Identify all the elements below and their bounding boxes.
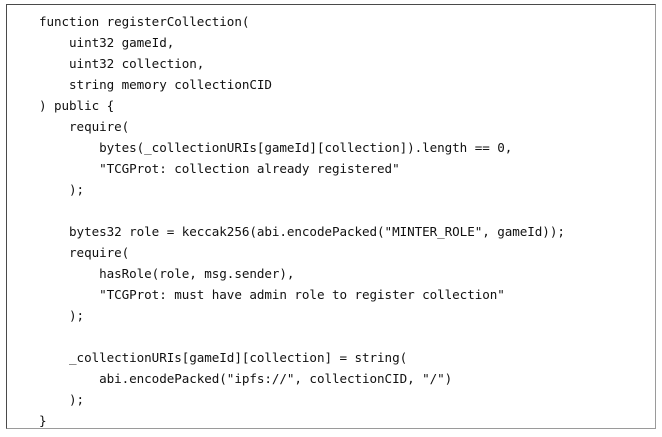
- code-line: );: [39, 392, 85, 407]
- code-block: function registerCollection( uint32 game…: [39, 11, 565, 431]
- code-line: function registerCollection(: [39, 14, 250, 29]
- code-line: _collectionURIs[gameId][collection] = st…: [39, 350, 408, 365]
- code-line: hasRole(role, msg.sender),: [39, 266, 295, 281]
- code-line: uint32 gameId,: [39, 35, 175, 50]
- code-line: string memory collectionCID: [39, 77, 272, 92]
- code-line: );: [39, 182, 85, 197]
- code-line: "TCGProt: must have admin role to regist…: [39, 287, 505, 302]
- code-line: ) public {: [39, 98, 115, 113]
- code-line: "TCGProt: collection already registered": [39, 161, 400, 176]
- code-listing-frame: function registerCollection( uint32 game…: [6, 4, 656, 429]
- code-line: uint32 collection,: [39, 56, 205, 71]
- code-line: [39, 326, 565, 347]
- code-line: }: [39, 413, 47, 428]
- code-line: );: [39, 308, 85, 323]
- code-line: [39, 200, 565, 221]
- code-line: bytes32 role = keccak256(abi.encodePacke…: [39, 224, 565, 239]
- code-line: require(: [39, 119, 130, 134]
- code-line: abi.encodePacked("ipfs://", collectionCI…: [39, 371, 453, 386]
- code-line: bytes(_collectionURIs[gameId][collection…: [39, 140, 513, 155]
- code-line: require(: [39, 245, 130, 260]
